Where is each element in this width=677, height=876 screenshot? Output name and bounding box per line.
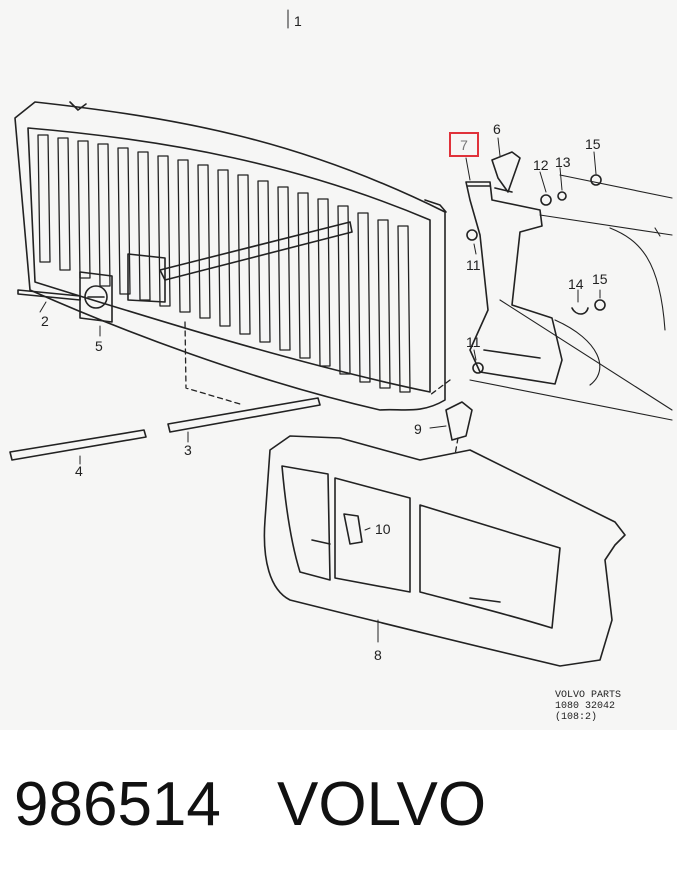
brand-name: VOLVO	[277, 770, 487, 839]
callout-7-highlighted: 7	[449, 132, 479, 157]
body-panel-lines	[469, 174, 673, 421]
clip-part-10	[343, 513, 363, 545]
callout-14: 14	[568, 276, 584, 292]
trim-strip-3	[167, 397, 321, 433]
callout-8: 8	[374, 647, 382, 663]
callout-9: 9	[414, 421, 422, 437]
callout-10: 10	[375, 521, 391, 537]
callout-13: 13	[555, 154, 571, 170]
watermark-line-2: 1080 32042	[555, 701, 616, 712]
trim-strip-4	[9, 429, 147, 461]
grille-assembly	[14, 101, 447, 411]
callout-12: 12	[533, 157, 549, 173]
callout-15-upper: 15	[585, 136, 601, 152]
callout-5: 5	[95, 338, 103, 354]
part-caption: 986514 VOLVO	[0, 730, 677, 876]
emblem-part	[79, 271, 113, 323]
parts-diagram: 1 2 3 4 5 6 7 8 9 10 11 11 12 13 14 15 1…	[9, 9, 673, 723]
callout-4: 4	[75, 463, 83, 479]
callout-leaders	[39, 9, 601, 643]
callout-6: 6	[493, 121, 501, 137]
callout-3: 3	[184, 442, 192, 458]
callout-15-lower: 15	[592, 271, 608, 287]
callout-1: 1	[294, 13, 302, 29]
clip-part-9	[445, 401, 473, 441]
callout-11-lower: 11	[466, 334, 481, 350]
mounting-bracket	[465, 151, 606, 385]
diagram-source-label: VOLVO PARTS 1080 32042 (108:2)	[555, 690, 621, 723]
lower-frame	[263, 435, 626, 667]
watermark-line-1: VOLVO PARTS	[555, 690, 622, 701]
callout-2: 2	[41, 313, 49, 329]
watermark-line-3: (108:2)	[555, 712, 598, 723]
exploded-view-drawing	[9, 9, 673, 667]
part-number: 986514	[14, 770, 221, 839]
callout-11-upper: 11	[466, 257, 481, 273]
trim-strip-2	[17, 289, 81, 301]
